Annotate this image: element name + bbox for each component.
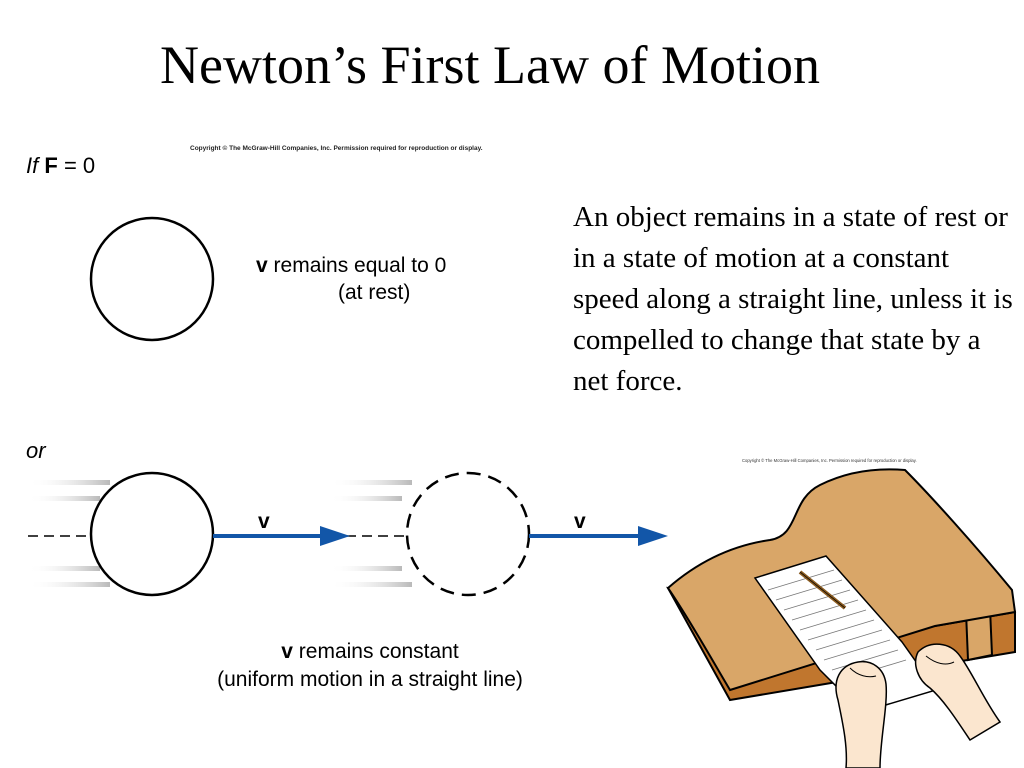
velocity-arrow-2 <box>529 526 668 546</box>
ball-moving-icon <box>89 471 215 597</box>
velocity-symbol: v <box>281 640 293 663</box>
illustration-copyright: Copyright © The McGraw-Hill Companies, I… <box>742 458 917 463</box>
at-rest-line1: remains equal to 0 <box>273 254 447 277</box>
or-label: or <box>26 438 46 463</box>
ball-at-rest-icon <box>89 216 215 342</box>
uniform-motion-caption: v remains constant (uniform motion in a … <box>150 638 590 694</box>
law-statement: An object remains in a state of rest or … <box>573 201 1013 397</box>
uniform-line1: remains constant <box>298 640 459 663</box>
velocity-symbol: v <box>256 254 268 277</box>
desk-paper-illustration <box>666 468 1017 768</box>
motion-streaks-icon <box>28 480 412 587</box>
uniform-line2: (uniform motion in a straight line) <box>217 668 523 691</box>
velocity-arrow-1 <box>213 526 350 546</box>
velocity-label-2: v <box>574 510 586 533</box>
copyright-notice: Copyright © The McGraw-Hill Companies, I… <box>190 145 483 152</box>
if-word: If <box>26 153 39 178</box>
equals-zero: = 0 <box>63 153 96 178</box>
at-rest-caption: v remains equal to 0 (at rest) <box>256 252 506 306</box>
velocity-label-1: v <box>258 510 270 533</box>
ball-ghost-icon <box>405 471 531 597</box>
at-rest-line2: (at rest) <box>338 281 411 304</box>
force-condition-label: If F = 0 <box>26 152 95 180</box>
page-title: Newton’s First Law of Motion <box>160 35 820 95</box>
force-symbol: F <box>44 153 58 178</box>
